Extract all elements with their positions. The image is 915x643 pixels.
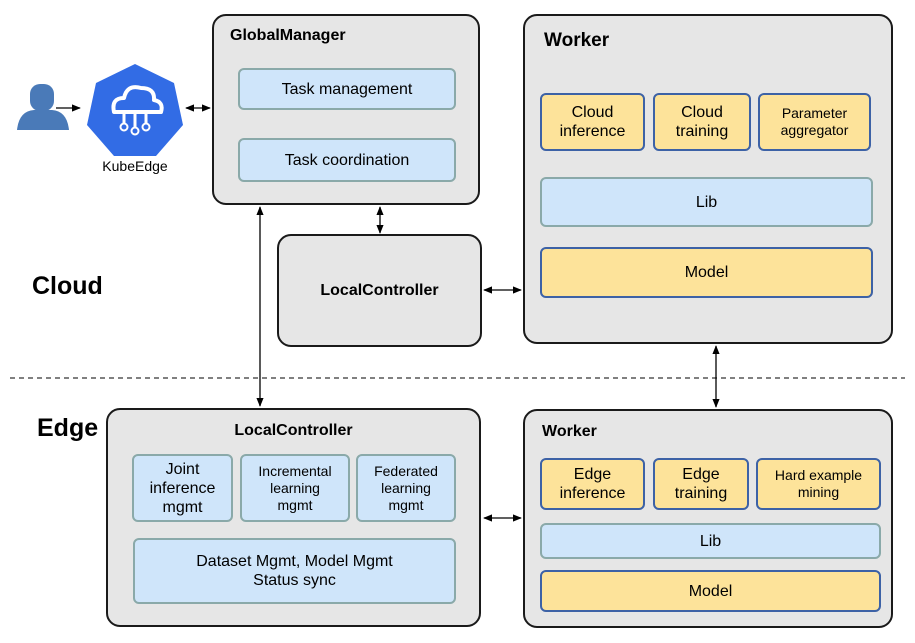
parameter-aggregator-box: Parameter aggregator (758, 93, 871, 151)
cloud-model-box: Model (540, 247, 873, 298)
edge-worker-title: Worker (542, 423, 597, 440)
edge-worker-panel: Worker Edge inference Edge training Hard… (523, 409, 893, 628)
cloud-inference-box: Cloud inference (540, 93, 645, 151)
edge-local-controller-title: LocalController (234, 422, 353, 439)
edge-model-box: Model (540, 570, 881, 612)
cloud-local-controller-title: LocalController (320, 281, 439, 299)
edge-training-box: Edge training (653, 458, 749, 510)
hard-example-mining-box: Hard example mining (756, 458, 881, 510)
edge-inference-box: Edge inference (540, 458, 645, 510)
cloud-training-box: Cloud training (653, 93, 751, 151)
global-manager-panel: GlobalManager Task management Task coord… (212, 14, 480, 205)
cloud-zone-label: Cloud (32, 272, 103, 300)
dataset-model-mgmt-box: Dataset Mgmt, Model Mgmt Status sync (133, 538, 456, 604)
kubeedge-logo-icon (87, 64, 183, 156)
federated-learning-mgmt-box: Federated learning mgmt (356, 454, 456, 522)
global-manager-title: GlobalManager (230, 27, 346, 44)
joint-inference-mgmt-box: Joint inference mgmt (132, 454, 233, 522)
cloud-local-controller-panel: LocalController (277, 234, 482, 347)
edge-lib-box: Lib (540, 523, 881, 559)
user-icon (17, 84, 69, 130)
edge-local-controller-panel: LocalController Joint inference mgmt Inc… (106, 408, 481, 627)
edge-zone-label: Edge (37, 414, 99, 442)
cloud-lib-box: Lib (540, 177, 873, 227)
cloud-worker-panel: Worker Cloud inference Cloud training Pa… (523, 14, 893, 344)
incremental-learning-mgmt-box: Incremental learning mgmt (240, 454, 350, 522)
task-coordination-box: Task coordination (238, 138, 456, 182)
cloud-worker-title: Worker (544, 30, 610, 51)
kubeedge-label: KubeEdge (102, 158, 168, 174)
task-management-box: Task management (238, 68, 456, 110)
